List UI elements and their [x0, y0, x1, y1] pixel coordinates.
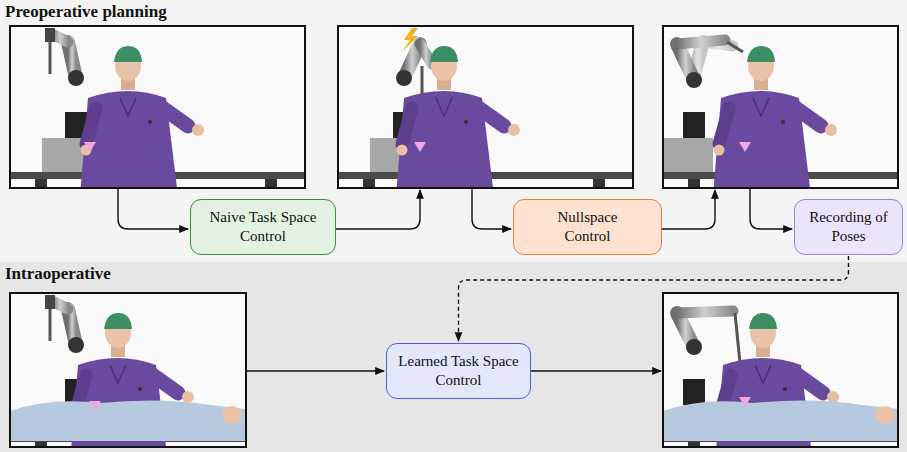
band-ground [0, 0, 907, 262]
phase-band: IntraoperativeLearned Task Space Control [0, 262, 907, 452]
panel-frame [663, 293, 898, 447]
process-box: Recording of Poses [794, 199, 903, 255]
box-label: Naive Task Space Control [201, 208, 325, 246]
panel-frame [10, 293, 246, 447]
dashed-connector [459, 256, 849, 341]
scene-panel [10, 26, 310, 196]
panel-frame [10, 26, 305, 188]
scene-panel [663, 26, 907, 196]
box-label: Learned Task Space Control [397, 352, 520, 390]
scene-panel [338, 26, 638, 196]
process-box: Naive Task Space Control [190, 199, 336, 255]
panel-frame [338, 26, 633, 188]
panel-frame [663, 26, 898, 188]
scene-panel [663, 293, 907, 452]
box-label: Recording of Poses [805, 208, 892, 246]
section-heading: Intraoperative [5, 264, 111, 284]
process-box: Learned Task Space Control [386, 343, 531, 399]
scene-panel [10, 293, 310, 452]
process-box: Nullspace Control [513, 199, 662, 255]
section-heading: Preoperative planning [5, 2, 167, 22]
box-label: Nullspace Control [536, 208, 639, 246]
phase-band: Preoperative planningNaive Task Space Co… [0, 0, 907, 262]
band-ground [0, 262, 907, 452]
